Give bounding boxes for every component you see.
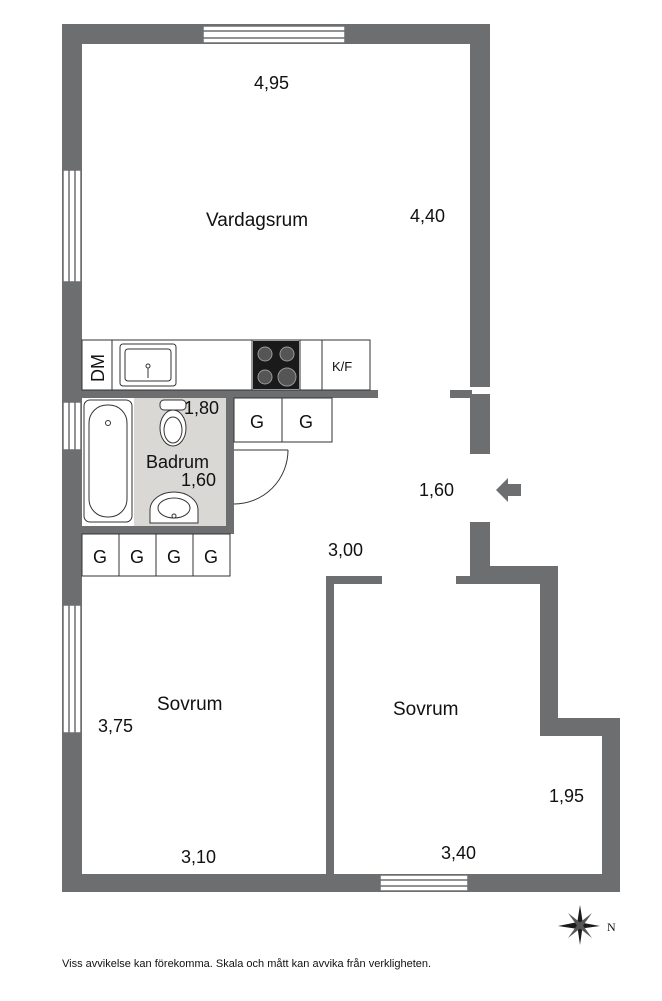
window-bath-left	[62, 401, 82, 451]
wardrobe	[192, 533, 231, 577]
kitchen: DM K/F	[81, 339, 371, 391]
wardrobe-label: G	[167, 547, 181, 567]
wardrobe	[81, 533, 120, 577]
bathroom	[83, 398, 289, 526]
window-bedroom-bottom	[379, 874, 469, 892]
door-openings	[471, 454, 489, 522]
room-label-bathroom: Badrum	[146, 452, 209, 472]
bathroom-sink	[149, 491, 199, 524]
dimension-labels: 4,95 4,40 1,80 1,60 1,60 3,00 3,75 3,10 …	[98, 73, 584, 867]
wardrobe	[281, 397, 333, 443]
dimension-bath-width: 1,80	[184, 398, 219, 418]
wardrobe-label: G	[250, 412, 264, 432]
windows	[62, 25, 469, 892]
wardrobe-label: G	[204, 547, 218, 567]
wardrobe	[155, 533, 194, 577]
wardrobe-label: G	[130, 547, 144, 567]
bathroom-door	[233, 449, 289, 505]
room-labels: Vardagsrum Badrum Sovrum Sovrum	[146, 210, 458, 720]
dimension-bedroom-left-width: 3,10	[181, 847, 216, 867]
window-bedroom-left	[62, 604, 82, 734]
disclaimer: Viss avvikelse kan förekomma. Skala och …	[62, 958, 432, 970]
dishwasher-label: DM	[88, 354, 108, 382]
kitchen-sink	[119, 343, 177, 387]
wardrobes	[81, 397, 333, 577]
room-label-bedroom-right: Sovrum	[393, 699, 458, 720]
inner-walls	[82, 390, 472, 874]
dimension-living-width: 4,95	[254, 73, 289, 93]
compass-north-label: N	[607, 920, 616, 934]
wardrobe-label: G	[299, 412, 313, 432]
toilet	[159, 399, 187, 447]
wardrobe-label: G	[93, 547, 107, 567]
entrance-arrow-icon	[496, 478, 521, 502]
dimension-bedroom-left-depth: 3,75	[98, 716, 133, 736]
room-label-bedroom-left: Sovrum	[157, 694, 222, 715]
dimension-bedroom-right-niche: 1,95	[549, 786, 584, 806]
dimension-hall-width: 1,60	[419, 480, 454, 500]
stove	[253, 341, 299, 389]
window-living-left	[62, 169, 82, 283]
room-label-living: Vardagsrum	[206, 210, 308, 231]
fridge-freezer-label: K/F	[332, 359, 352, 374]
window-top	[202, 25, 346, 44]
compass-rose-icon: N	[558, 905, 616, 945]
dimension-bath-depth: 1,60	[181, 470, 216, 490]
wardrobe-labels: G G G G G G	[93, 412, 313, 567]
dimension-bedroom-right-width: 3,40	[441, 843, 476, 863]
dimension-living-depth: 4,40	[410, 206, 445, 226]
dimension-hall-length: 3,00	[328, 540, 363, 560]
wardrobe	[233, 397, 283, 443]
